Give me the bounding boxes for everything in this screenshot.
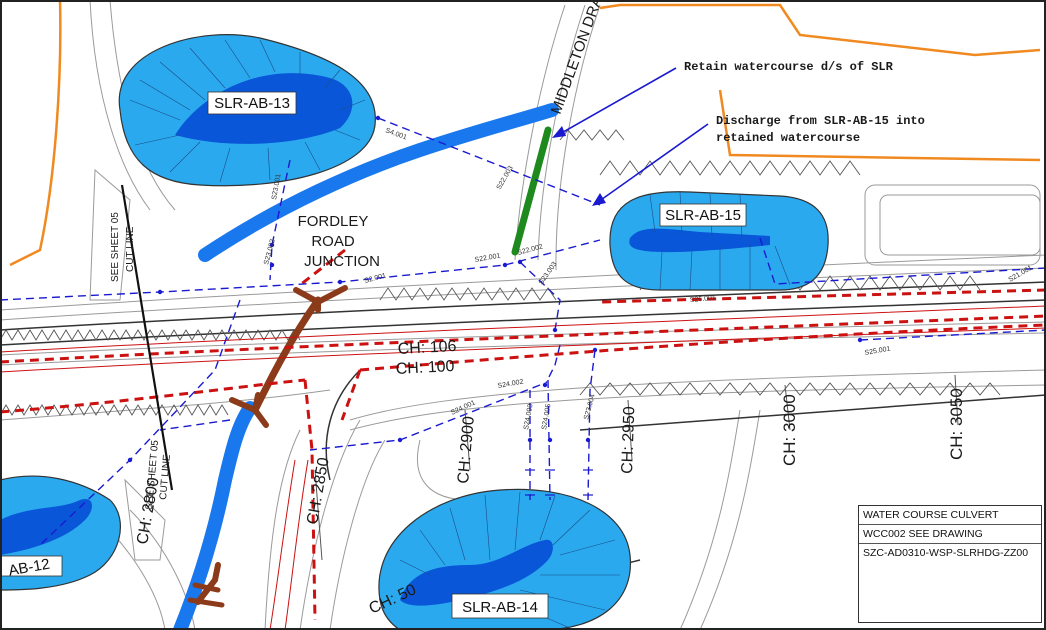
node-label: S2.001 (364, 272, 387, 285)
annotation-discharge-line2: retained watercourse (716, 131, 860, 145)
pond-slr-ab-15 (609, 191, 829, 291)
drainage-outfall-arrows (525, 469, 593, 496)
cut-lines (120, 184, 174, 491)
chainage-ch106: CH: 106 (397, 338, 457, 358)
chainage-ch3050: CH: 3050 (947, 388, 966, 460)
annotation-leaders (557, 67, 709, 203)
cut-line-label-bottom: CUT LINE (158, 454, 173, 500)
chainage-ch2900: CH: 2900 (455, 415, 478, 484)
node-label: S25.001 (864, 346, 891, 357)
node-label: S22.001 (474, 253, 501, 264)
chainage-ch100: CH: 100 (395, 358, 455, 378)
culvert-note-line1: WATER COURSE CULVERT (859, 506, 1041, 525)
culvert-note-line2: WCC002 SEE DRAWING (859, 525, 1041, 544)
node-label: S21.001 (1008, 265, 1034, 284)
cut-line-sheet-top: SEE SHEET 05 (110, 212, 121, 282)
embankment-triangles (0, 129, 1001, 416)
node-label: S23.001 (271, 173, 282, 200)
culvert-note-box: WATER COURSE CULVERT WCC002 SEE DRAWING … (858, 505, 1042, 623)
node-label: S22.002 (517, 243, 544, 257)
pond-label-slr-ab-13: SLR-AB-13 (214, 95, 290, 112)
site-boundary (9, 0, 1041, 267)
drainage-nodes (127, 115, 863, 463)
node-label: S26.001 (690, 295, 717, 304)
chainage-ch3000: CH: 3000 (780, 394, 799, 466)
chainage-ch2950: CH: 2950 (619, 406, 638, 474)
node-label: S24.001 (450, 399, 477, 416)
chainage-ch2850: CH: 2850 (304, 456, 332, 526)
red-thin-lines (0, 305, 1046, 630)
node-label: S23.004 (583, 393, 597, 420)
annotation-arrowheads (552, 126, 606, 206)
discharge-channel (511, 126, 552, 256)
pond-slr-ab-12 (0, 475, 121, 591)
cut-line-label-top: CUT LINE (125, 226, 136, 272)
culvert-note-line3: SZC-AD0310-WSP-SLRHDG-ZZ00 (863, 547, 1029, 559)
node-label: S24.005 (541, 403, 552, 430)
culvert (187, 285, 348, 608)
road-label-middleton: MIDDLETON DRA (548, 0, 606, 116)
carriageway-edges (0, 281, 1046, 611)
junction-label-line2: ROAD (311, 233, 355, 250)
red-dashed-alignments (0, 248, 1046, 621)
node-label: S22.003 (496, 165, 515, 191)
annotation-retain: Retain watercourse d/s of SLR (684, 60, 894, 74)
node-label: S24.003 (523, 403, 534, 430)
annotation-discharge-line1: Discharge from SLR-AB-15 into (716, 114, 925, 128)
watercourse (173, 103, 559, 630)
pond-label-slr-ab-14: SLR-AB-14 (462, 599, 538, 616)
node-label: S24.002 (497, 379, 524, 390)
node-label: S23.003 (538, 261, 559, 286)
junction-label-line1: FORDLEY (298, 213, 369, 230)
junction-label-line3: JUNCTION (304, 253, 380, 270)
pond-slr-ab-13 (118, 34, 376, 187)
node-label: S23.002 (263, 238, 277, 265)
pond-slr-ab-14 (378, 488, 632, 630)
pond-label-slr-ab-15: SLR-AB-15 (665, 207, 741, 224)
chainage-ticks (314, 374, 959, 561)
pond-label-slr-ab-12: AB-12 (7, 556, 51, 580)
node-label: S4.001 (384, 127, 407, 141)
